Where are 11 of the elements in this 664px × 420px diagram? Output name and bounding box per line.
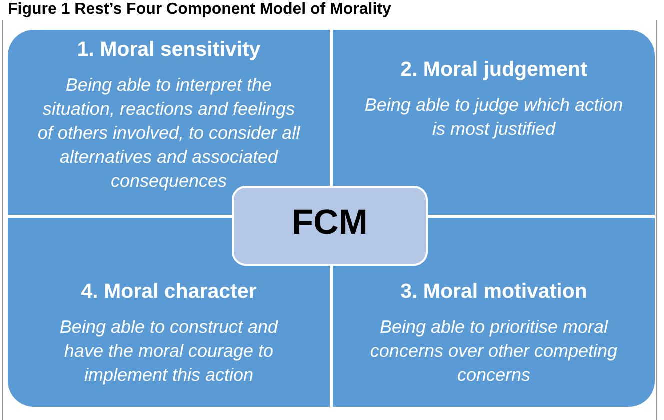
- quadrant-heading: 1. Moral sensitivity: [77, 38, 261, 62]
- quadrant-heading: 4. Moral character: [81, 280, 257, 304]
- quadrant-heading: 3. Moral motivation: [400, 280, 588, 304]
- quadrant-description: Being able to interpret the situation, reactions and feelings of others involved, to consider all alternatives and associated consequences: [36, 74, 302, 193]
- quadrant-heading: 2. Moral judgement: [400, 58, 588, 82]
- quadrant-description: Being able to construct and have the moral courage to implement this action: [58, 316, 280, 387]
- quadrant-description: Being able to judge which action is most justified: [364, 94, 624, 141]
- quadrant-description: Being able to prioritise moral concerns over other competing concerns: [369, 316, 619, 387]
- center-label: FCM: [292, 203, 368, 243]
- figure-title: Figure 1 Rest’s Four Component Model of Morality: [8, 1, 392, 19]
- center-panel: [232, 186, 428, 266]
